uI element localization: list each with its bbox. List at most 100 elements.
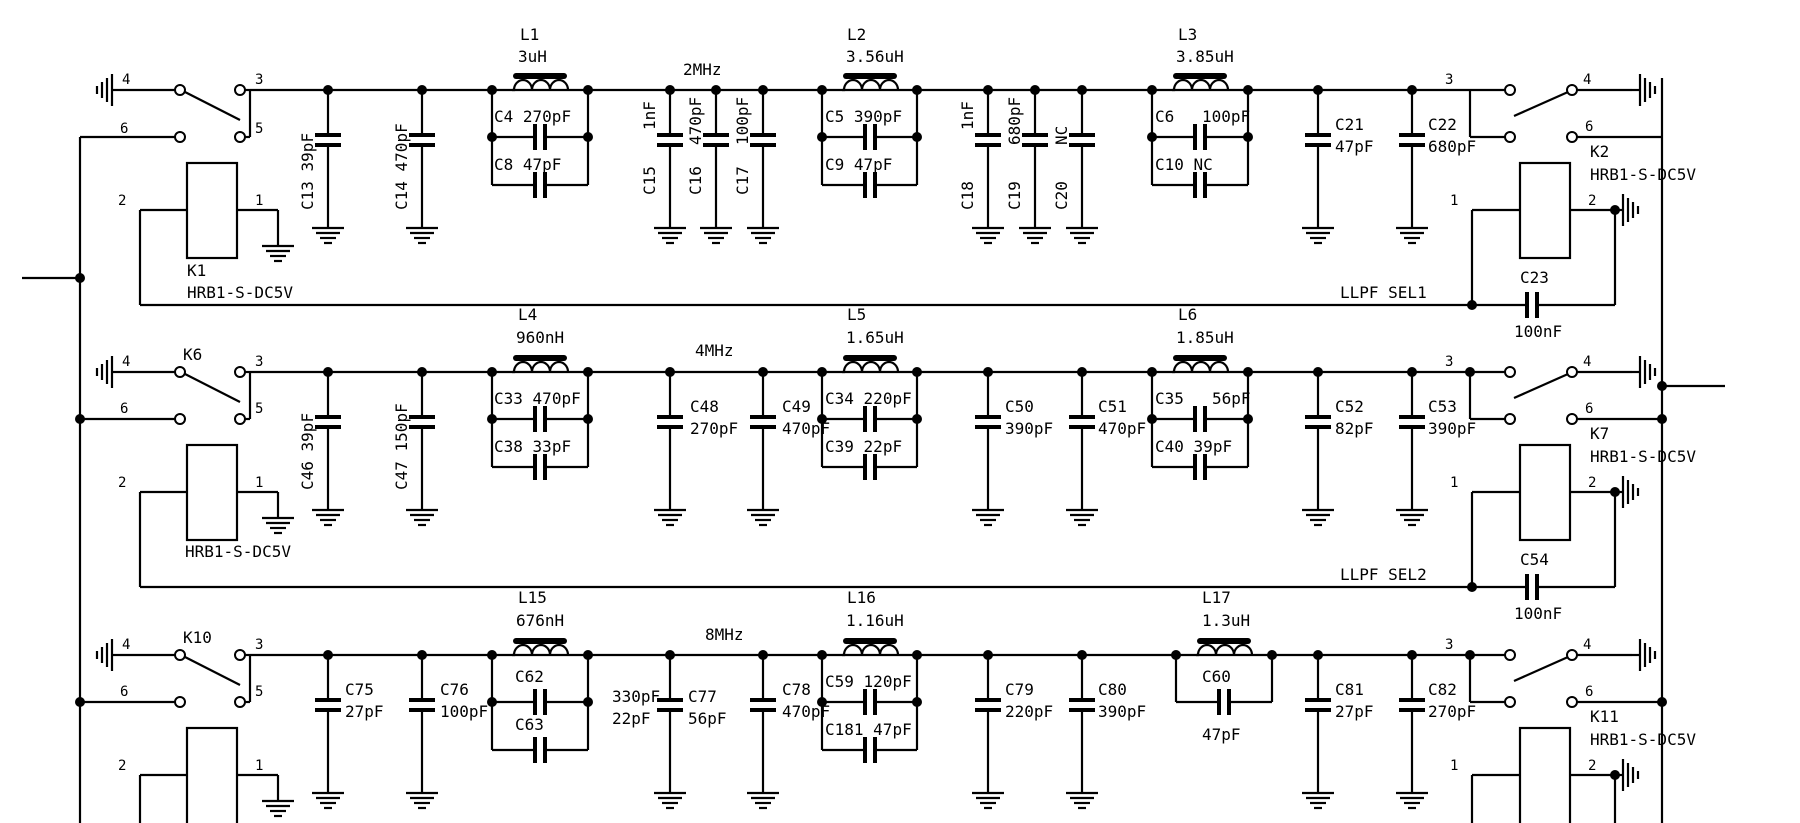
cap-value-c15: 1nF	[640, 101, 659, 130]
band-2mhz: 4 6 3 5 2 1 K1 HRB1-S-DC5V C13 39pF C14 …	[80, 25, 1696, 341]
inductor-ref-l15: L15	[518, 588, 547, 607]
pin-label: 4	[122, 637, 130, 653]
pin-label: 3	[1445, 72, 1453, 88]
pin-label: 6	[120, 684, 128, 700]
cap-value-c52: 82pF	[1335, 419, 1374, 438]
cap-value-c16: 470pF	[686, 97, 705, 145]
relay-ref-k6: K6	[183, 345, 202, 364]
pin-label: 3	[1445, 354, 1453, 370]
inductor-value-l15: 676nH	[516, 611, 564, 630]
cap-value-c60: 47pF	[1202, 725, 1241, 744]
pin-label: 2	[1588, 758, 1596, 774]
cap-value-c62: 330pF	[612, 687, 660, 706]
relay-ref-k10: K10	[183, 628, 212, 647]
pin-label: 6	[1585, 684, 1593, 700]
cap-value-c76: 100pF	[440, 702, 488, 721]
inductor-value-l17: 1.3uH	[1202, 611, 1250, 630]
pin-label: 2	[1588, 193, 1596, 209]
pin-label: 4	[122, 72, 130, 88]
pin-label: 2	[118, 758, 126, 774]
inductor-value-l2: 3.56uH	[846, 47, 904, 66]
cap-ref-c16: C16	[686, 166, 705, 195]
cap-value-c51: 470pF	[1098, 419, 1146, 438]
relay-ref-k1: K1	[187, 261, 206, 280]
cap-ref-c76: C76	[440, 680, 469, 699]
pin-label: 1	[255, 475, 263, 491]
pin-label: 1	[1450, 475, 1458, 491]
cap-value-c80: 390pF	[1098, 702, 1146, 721]
cap-ref-c23: C23	[1520, 268, 1549, 287]
relay-ref-k2: K2	[1590, 142, 1609, 161]
cap-label-c33: C33 470pF	[494, 389, 581, 408]
relay-ref-k11: K11	[1590, 707, 1619, 726]
cap-ref-c21: C21	[1335, 115, 1364, 134]
cap-value-c53: 390pF	[1428, 419, 1476, 438]
pin-label: 6	[120, 401, 128, 417]
cap-value-c63: 22pF	[612, 709, 651, 728]
net-label-sel2: LLPF SEL2	[1340, 565, 1427, 584]
relay-part-k6: HRB1-S-DC5V	[185, 542, 291, 561]
relay-ref-k7: K7	[1590, 424, 1609, 443]
cap-value-c22: 680pF	[1428, 137, 1476, 156]
inductor-ref-l17: L17	[1202, 588, 1231, 607]
cap-value-c6: 100pF	[1202, 107, 1250, 126]
cap-ref-c81: C81	[1335, 680, 1364, 699]
band-4mhz: K6 4 6 3 5 2 1 HRB1-S-DC5V C46 39pF C47 …	[75, 305, 1696, 623]
pin-label: 5	[255, 121, 263, 137]
cap-ref-c48: C48	[690, 397, 719, 416]
pin-label: 1	[255, 193, 263, 209]
cap-value-c77: 56pF	[688, 709, 727, 728]
cap-value-c81: 27pF	[1335, 702, 1374, 721]
cap-ref-c22: C22	[1428, 115, 1457, 134]
cap-ref-c78: C78	[782, 680, 811, 699]
inductor-ref-l6: L6	[1178, 305, 1197, 324]
cap-value-c20: NC	[1052, 126, 1071, 145]
cap-value-c35: 56pF	[1212, 389, 1251, 408]
cap-ref-c60: C60	[1202, 667, 1231, 686]
pin-label: 1	[1450, 758, 1458, 774]
cap-group-c18-c20: C18 1nF C19 680pF C20 NC	[958, 85, 1100, 245]
relay-part-k2: HRB1-S-DC5V	[1590, 165, 1696, 184]
pin-label: 1	[255, 758, 263, 774]
cap-ref-c77: C77	[688, 687, 717, 706]
pin-label: 5	[255, 684, 263, 700]
pin-label: 4	[1583, 354, 1591, 370]
cap-ref-c63: C63	[515, 715, 544, 734]
cap-label-c40: C40 39pF	[1155, 437, 1232, 456]
relay-coil-k6	[185, 443, 239, 542]
pin-label: 5	[255, 401, 263, 417]
cap-label-c59: C59 120pF	[825, 672, 912, 691]
cap-label-c181: C181 47pF	[825, 720, 912, 739]
relay-part-k1: HRB1-S-DC5V	[187, 283, 293, 302]
cap-ref-c49: C49	[782, 397, 811, 416]
inductor-ref-l5: L5	[847, 305, 866, 324]
cap-value-c54: 100nF	[1514, 604, 1562, 623]
cap-ref-c54: C54	[1520, 550, 1549, 569]
cap-ref-c6: C6	[1155, 107, 1174, 126]
inductor-value-l4: 960nH	[516, 328, 564, 347]
cap-value-c18: 1nF	[958, 101, 977, 130]
cap-label-c4: C4 270pF	[494, 107, 571, 126]
relay-coil-k10	[185, 726, 239, 823]
cap-ref-c19: C19	[1005, 181, 1024, 210]
pin-label: 2	[118, 193, 126, 209]
cap-label-c10: C10 NC	[1155, 155, 1213, 174]
pin-label: 3	[255, 637, 263, 653]
pin-label: 6	[1585, 119, 1593, 135]
cap-ref-c79: C79	[1005, 680, 1034, 699]
cap-ref-c18: C18	[958, 181, 977, 210]
cap-value-c23: 100nF	[1514, 322, 1562, 341]
net-label-sel1: LLPF SEL1	[1340, 283, 1427, 302]
band-label-4mhz: 4MHz	[695, 341, 734, 360]
cap-ref-c52: C52	[1335, 397, 1364, 416]
pin-label: 4	[1583, 72, 1591, 88]
inductor-value-l16: 1.16uH	[846, 611, 904, 630]
cap-label-c39: C39 22pF	[825, 437, 902, 456]
cap-value-c82: 270pF	[1428, 702, 1476, 721]
pin-label: 2	[118, 475, 126, 491]
relay-part-k7: HRB1-S-DC5V	[1590, 447, 1696, 466]
inductor-ref-l2: L2	[847, 25, 866, 44]
inductor-value-l1: 3uH	[518, 47, 547, 66]
cap-value-c79: 220pF	[1005, 702, 1053, 721]
inductor-ref-l16: L16	[847, 588, 876, 607]
